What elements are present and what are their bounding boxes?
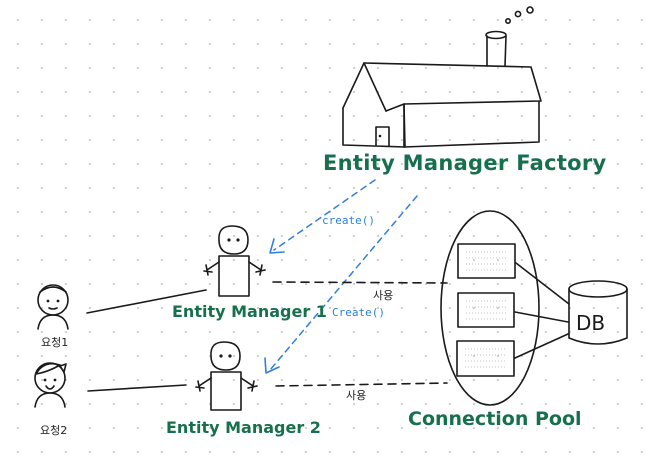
request-1-line <box>86 289 207 314</box>
robot-1-right-arm <box>248 261 266 276</box>
robot-2-body <box>210 371 242 411</box>
create-label-1: create() <box>322 214 375 227</box>
create-arrows <box>264 179 418 374</box>
db-line-2 <box>514 311 569 323</box>
person-1-hair <box>39 286 67 293</box>
robot-1-head <box>218 225 249 255</box>
door <box>375 126 390 147</box>
create-label-2: Create() <box>332 306 385 319</box>
door-knob <box>378 134 382 138</box>
create-arrow-1-head <box>269 238 285 254</box>
side-wall <box>403 100 540 148</box>
person-2-hair <box>35 362 61 375</box>
robot-2-left-arm <box>195 377 212 392</box>
request-2-label: 요청2 <box>40 424 68 437</box>
request-1-label: 요청1 <box>41 336 69 349</box>
smoke-puff <box>514 10 522 18</box>
front-wall <box>342 103 406 148</box>
create-arrow-1 <box>273 179 376 251</box>
connection-pool-label: Connection Pool <box>408 408 582 430</box>
request-1-person <box>37 284 69 330</box>
db-cylinder <box>568 280 628 345</box>
db-line-1 <box>515 262 570 305</box>
chimney <box>486 35 507 67</box>
person-2-bow <box>59 363 67 373</box>
person-2-shoulders <box>34 392 66 408</box>
connection-2 <box>457 292 515 328</box>
entity-manager-1-label: Entity Manager 1 <box>172 302 327 321</box>
gable <box>342 62 387 112</box>
db-label: DB <box>576 311 606 335</box>
create-arrow-2-head <box>264 357 280 374</box>
connection-box <box>456 340 515 377</box>
entity-manager-2-label: Entity Manager 2 <box>166 418 321 437</box>
entity-manager-1-robot <box>203 225 266 297</box>
robot-1-left-arm <box>203 261 220 276</box>
pool-ellipse <box>440 210 540 406</box>
db-top <box>568 280 628 298</box>
use-label-1: 사용 <box>373 289 394 302</box>
use-line-2 <box>275 382 448 387</box>
person-1-shoulders <box>37 314 69 330</box>
connection-pool <box>440 210 540 406</box>
roof <box>363 62 542 112</box>
smoke-puff <box>526 6 534 14</box>
factory-building <box>342 6 542 148</box>
connection-box <box>457 243 516 279</box>
factory-label: Entity Manager Factory <box>323 151 607 175</box>
robot-2-head <box>210 341 241 371</box>
connection-1 <box>457 243 516 279</box>
db-line-3 <box>514 333 569 359</box>
use-label-2: 사용 <box>346 389 367 402</box>
request-2-line <box>87 384 187 392</box>
entity-manager-2-robot <box>195 341 258 411</box>
use-line-1 <box>272 281 448 284</box>
db-body <box>568 288 628 345</box>
smoke-puff <box>504 17 511 24</box>
chimney-top <box>485 30 507 40</box>
connection-box <box>457 292 515 328</box>
connection-3 <box>456 340 515 377</box>
robot-2-right-arm <box>240 377 258 392</box>
request-2-person <box>34 362 67 408</box>
robot-1-body <box>218 255 250 297</box>
